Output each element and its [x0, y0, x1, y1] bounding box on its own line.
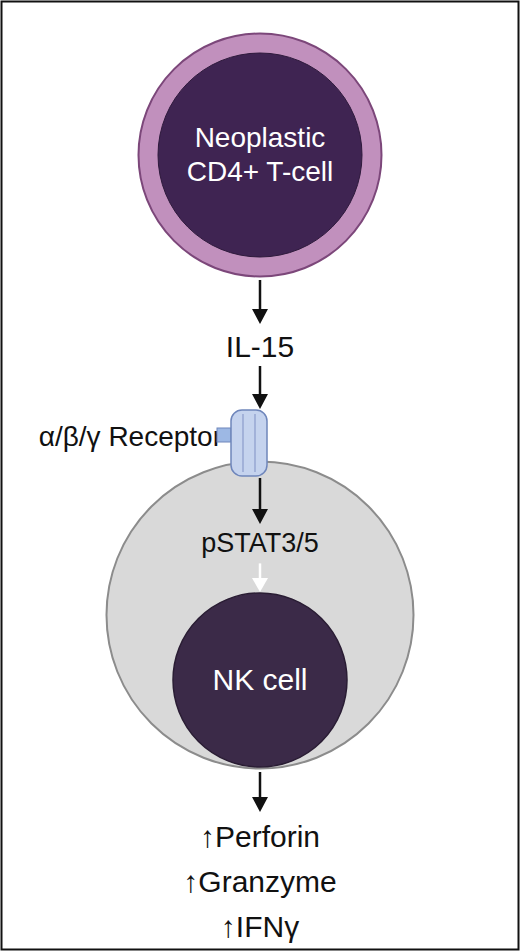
cell-label: NK cell: [180, 662, 340, 698]
arrow-head: [252, 509, 268, 524]
arrow-shaft: [259, 280, 262, 312]
arrow-shaft: [259, 563, 262, 580]
flow-arrow: [252, 366, 268, 409]
flow-arrow: [252, 478, 268, 524]
cell-label: Neoplastic CD4+ T-cell: [173, 121, 348, 188]
nk-cell-body: pSTAT3/5 NK cell: [105, 460, 415, 770]
tumor-cell: Neoplastic CD4+ T-cell: [137, 32, 383, 278]
flow-arrow: [252, 772, 268, 812]
receptor-alpha-chain: [217, 428, 231, 442]
cytokine-label: IL-15: [226, 330, 294, 363]
signal-arrow: [252, 563, 268, 592]
receptor-chain-divider: [254, 414, 255, 472]
cell-label: pSTAT3/5: [150, 527, 370, 559]
receptor-symbol: [217, 410, 267, 476]
cell-membrane: [107, 462, 414, 769]
cell-nucleus: [173, 593, 347, 767]
arrow-shaft: [259, 366, 262, 397]
arrow-head: [252, 309, 268, 324]
arrow-head: [252, 394, 268, 409]
effector-output: ↑Granzyme: [183, 865, 336, 898]
tumor-cell-outline: [137, 32, 383, 278]
arrow-head: [252, 578, 268, 592]
effector-output: ↑IFNγ: [221, 910, 299, 943]
cell-membrane: [139, 34, 382, 277]
arrow-shaft: [259, 478, 262, 512]
flow-arrow: [252, 280, 268, 324]
receptor-body: [231, 410, 267, 476]
arrow-head: [252, 797, 268, 812]
connector-layer: [252, 563, 268, 592]
cell-interior: [158, 53, 362, 257]
effector-output: ↑Perforin: [200, 820, 320, 853]
arrow-shaft: [259, 772, 262, 800]
receptor-label: α/β/γ Receptor: [39, 422, 222, 453]
nk-cell-nucleus: NK cell: [172, 592, 348, 768]
receptor-chain-divider: [242, 414, 243, 472]
